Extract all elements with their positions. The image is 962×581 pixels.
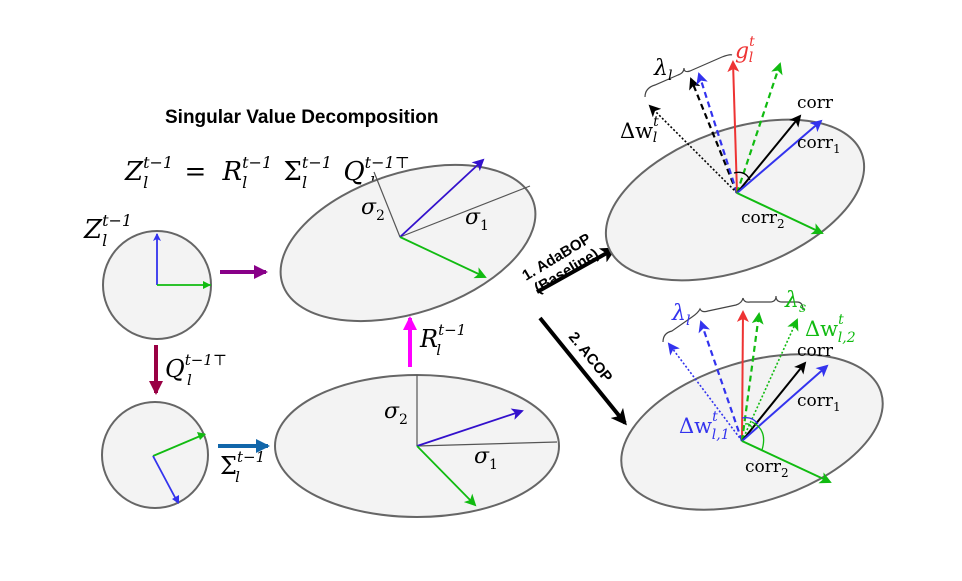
acop-green-small-arc xyxy=(744,423,753,429)
output-sigma2-axis xyxy=(373,171,401,238)
sigma2-label: σ2 xyxy=(384,399,408,428)
diagram-title: Singular Value Decomposition xyxy=(165,107,438,128)
acop-method-arrow: 2. ACOP xyxy=(538,316,627,426)
output-ellipse xyxy=(279,163,537,323)
acop-corr2-label: corr2 xyxy=(745,457,789,480)
acop-corr-vector xyxy=(741,361,807,442)
output-ellipse-node: σ2 σ1 xyxy=(279,158,537,323)
acop-lambda-s-label: λs xyxy=(784,288,806,316)
adabop-lambda-black-dashed xyxy=(689,77,739,194)
adabop-corr-label: corr xyxy=(797,93,834,113)
acop-dw1-vector xyxy=(667,342,743,442)
adabop-gradient-vector xyxy=(727,60,740,194)
adabop-corr1-vector xyxy=(736,119,823,194)
output-vector-indigo xyxy=(399,158,485,238)
adabop-angle-arc xyxy=(733,171,751,181)
acop-lambda-s-brace xyxy=(742,295,804,311)
adabop-corr2-label: corr2 xyxy=(741,208,785,231)
acop-lambda-l-label: λl xyxy=(671,301,690,329)
acop-green-angle-arc xyxy=(751,421,765,451)
output-sigma2-label: σ2 xyxy=(361,195,385,224)
output-sigma1-axis xyxy=(399,185,531,238)
scaled-vector-green xyxy=(416,445,477,507)
adabop-corr1-label: corr1 xyxy=(797,133,841,156)
svg-text:Zt−1l = Rt−1l: Zt−1l = Rt−1l Σt−1l Qt−1⊤l xyxy=(124,153,410,195)
acop-blue-angle-arc xyxy=(741,416,759,425)
output-sigma1-label: σ1 xyxy=(465,205,489,234)
sigma1-label: σ1 xyxy=(474,444,498,473)
q-label: Qt−1⊤l xyxy=(165,351,227,389)
adabop-blue-dashed xyxy=(696,72,739,194)
scaled-vector-indigo xyxy=(416,408,524,447)
acop-gradient-vector xyxy=(736,310,749,442)
acop-blue-dashed xyxy=(698,320,744,442)
acop-green-dashed xyxy=(740,312,764,442)
svg-text:1. AdaBOP (Baseline): 1. AdaBOP (Baseline) xyxy=(519,228,606,299)
adabop-method-arrow: 1. AdaBOP (Baseline) xyxy=(519,228,617,299)
acop-corr1-vector xyxy=(741,364,829,442)
q-transform: Qt−1⊤l xyxy=(149,345,227,395)
adabop-corr2-vector xyxy=(736,192,824,235)
adabop-green-dashed xyxy=(735,62,783,194)
scaled-ellipse-node: σ2 σ1 xyxy=(274,374,560,518)
acop-corr2-vector xyxy=(741,440,832,484)
sigma1-axis xyxy=(416,441,558,447)
adabop-lambda-brace xyxy=(644,54,733,98)
rotated-vector-green xyxy=(152,433,206,457)
rotated-circle-node xyxy=(101,401,209,509)
adabop-dw-vector xyxy=(648,104,738,194)
rotated-vector-blue xyxy=(152,455,179,504)
acop-corr1-label: corr1 xyxy=(797,391,841,414)
adabop-corr-vector xyxy=(736,114,802,194)
adabop-lambda-label: λl xyxy=(653,56,672,84)
acop-lambda-l-brace xyxy=(662,297,744,343)
svd-equation: Zt−1l = Rt−1l Σt−1l Qt−1⊤l xyxy=(124,153,410,195)
acop-corr-label: corr xyxy=(797,341,834,361)
output-vector-green xyxy=(399,236,487,279)
adabop-ellipse xyxy=(604,118,866,282)
